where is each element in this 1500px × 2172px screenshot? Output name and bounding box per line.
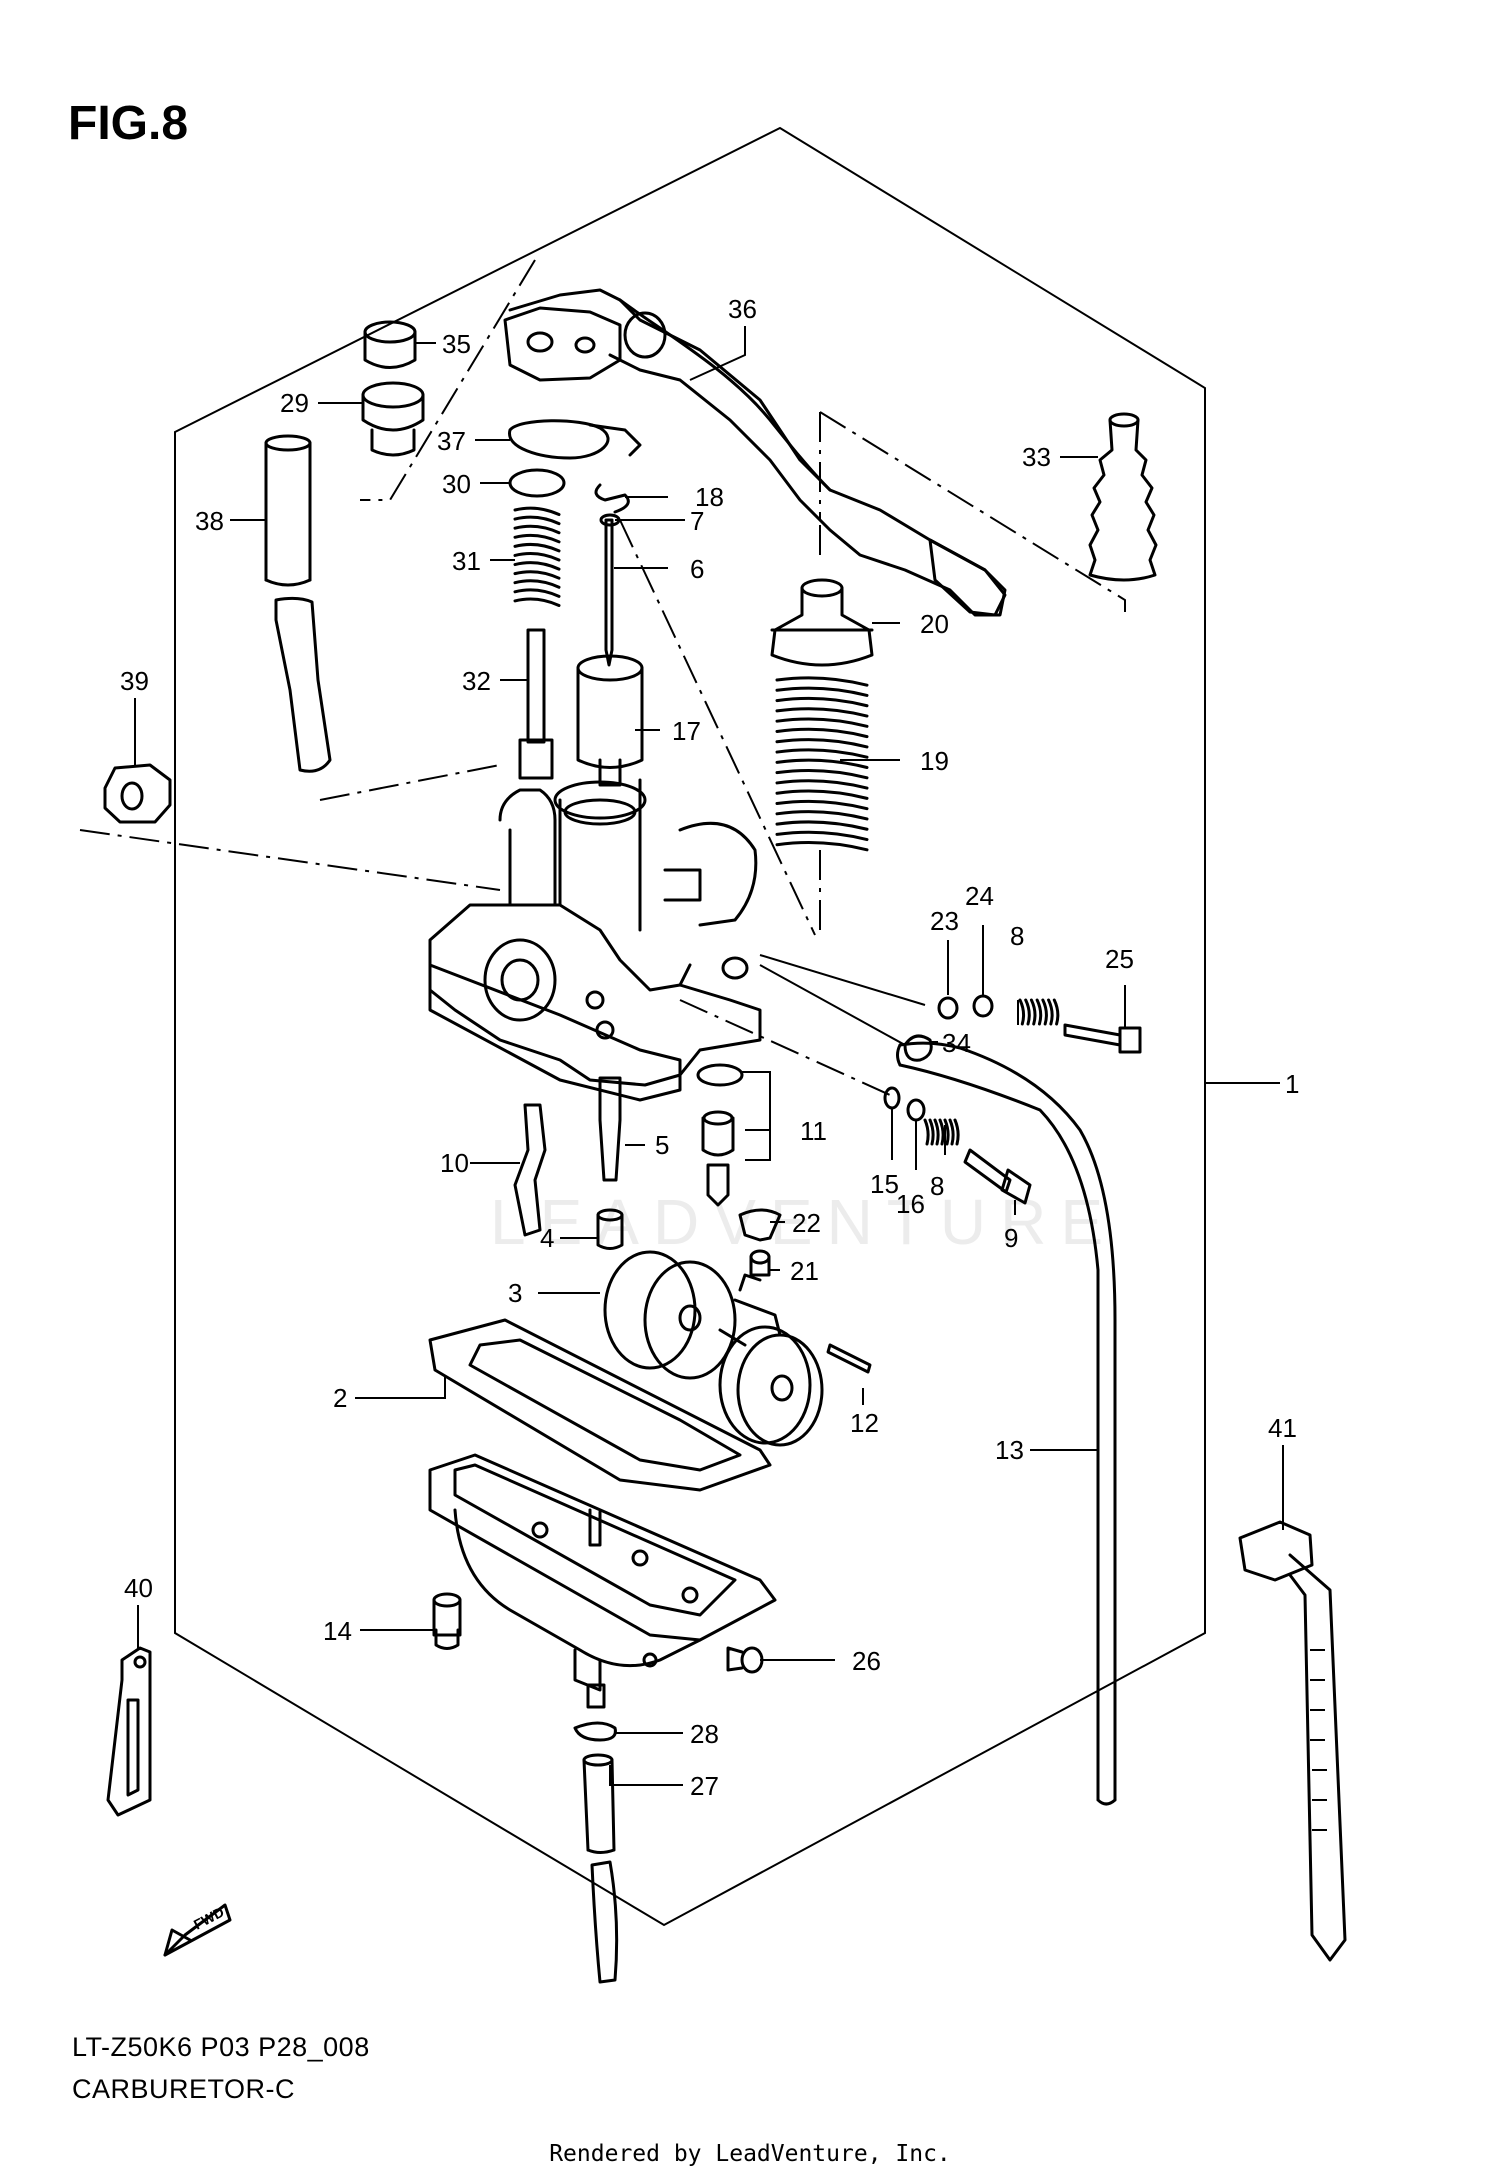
o-ring-part xyxy=(906,1098,926,1122)
spring-part xyxy=(923,1118,960,1146)
callout-19: 19 xyxy=(920,746,949,776)
callout-39: 39 xyxy=(120,666,149,696)
forward-arrow-icon: FWD xyxy=(163,1903,232,1957)
callout-26: 26 xyxy=(852,1646,881,1676)
callout-7: 7 xyxy=(690,506,704,536)
spring-part xyxy=(513,506,561,607)
washer-part xyxy=(937,996,959,1020)
callout-10: 10 xyxy=(440,1148,469,1178)
clip-part xyxy=(594,483,630,514)
leader-lines xyxy=(134,326,1284,1786)
callout-6: 6 xyxy=(690,554,704,584)
callout-27: 27 xyxy=(690,1771,719,1801)
callout-9: 9 xyxy=(1004,1223,1018,1253)
screw-part xyxy=(963,1148,1032,1205)
callout-23: 23 xyxy=(930,906,959,936)
cable-plate-part xyxy=(503,306,622,382)
svg-text:FWD: FWD xyxy=(191,1904,227,1933)
screw-part xyxy=(749,1249,771,1277)
callout-31: 31 xyxy=(452,546,481,576)
callout-labels: 1 2 3 4 5 6 7 8 8 9 10 11 12 13 14 15 16… xyxy=(120,294,1299,1801)
float-chamber-part xyxy=(428,1453,777,1709)
callout-13: 13 xyxy=(995,1435,1024,1465)
callout-8-upper: 8 xyxy=(1010,921,1024,951)
callout-20: 20 xyxy=(920,609,949,639)
o-ring-part xyxy=(508,468,566,498)
screw-part xyxy=(1063,1023,1142,1054)
figure-title: FIG.8 xyxy=(68,97,189,150)
callout-5: 5 xyxy=(655,1130,669,1160)
callout-2: 2 xyxy=(333,1383,347,1413)
needle-part xyxy=(604,518,614,667)
callout-15: 15 xyxy=(870,1169,899,1199)
callout-35: 35 xyxy=(442,329,471,359)
float-part xyxy=(603,1250,824,1447)
drain-screw-part xyxy=(726,1646,764,1674)
callout-36: 36 xyxy=(728,294,757,324)
callout-38: 38 xyxy=(195,506,224,536)
rod-part xyxy=(518,628,554,780)
spring-part xyxy=(775,676,869,852)
callout-33: 33 xyxy=(1022,442,1051,472)
callout-25: 25 xyxy=(1105,944,1134,974)
callout-21: 21 xyxy=(790,1256,819,1286)
callout-3: 3 xyxy=(508,1278,522,1308)
cable-tie-part xyxy=(1238,1520,1347,1962)
callout-24: 24 xyxy=(965,881,994,911)
callout-34: 34 xyxy=(942,1028,971,1058)
main-jet-part xyxy=(596,1208,624,1250)
render-credit: Rendered by LeadVenture, Inc. xyxy=(549,2141,951,2167)
callout-28: 28 xyxy=(690,1719,719,1749)
float-chamber-gasket-part xyxy=(428,1318,772,1492)
callout-11: 11 xyxy=(800,1116,827,1146)
callout-29: 29 xyxy=(280,388,309,418)
plug-part xyxy=(361,381,425,457)
callout-8-lower: 8 xyxy=(930,1171,944,1201)
hose-clip-part xyxy=(573,1721,617,1742)
model-code: LT-Z50K6 P03 P28_008 xyxy=(72,2032,370,2062)
holder-part xyxy=(106,1646,152,1817)
carburetor-body-part xyxy=(428,778,762,1102)
callout-18: 18 xyxy=(695,482,724,512)
throttle-valve-part xyxy=(576,654,644,787)
pilot-jet-part xyxy=(513,1103,547,1237)
section-name: CARBURETOR-C xyxy=(72,2074,296,2104)
callout-40: 40 xyxy=(124,1573,153,1603)
screw-part xyxy=(432,1592,462,1650)
callout-1: 1 xyxy=(1285,1069,1299,1099)
assembly-boundary xyxy=(174,126,1206,1927)
spring-part xyxy=(1018,998,1060,1026)
callout-14: 14 xyxy=(323,1616,352,1646)
callout-16: 16 xyxy=(896,1189,925,1219)
watermark: LEADVENTURE xyxy=(490,1186,1117,1258)
clip-part xyxy=(903,1034,933,1062)
float-pin-plate-part xyxy=(738,1208,782,1242)
overflow-hose-part xyxy=(898,1041,1117,1806)
boot-part xyxy=(1088,412,1158,582)
drain-hose-part xyxy=(582,1753,619,1984)
cap-part xyxy=(363,320,417,369)
callout-17: 17 xyxy=(672,716,701,746)
float-valve-part xyxy=(696,1063,744,1207)
washer-part xyxy=(883,1086,901,1110)
nut-part xyxy=(103,763,172,824)
callout-32: 32 xyxy=(462,666,491,696)
throttle-lever-part xyxy=(508,288,1007,617)
mixing-cap-part xyxy=(770,578,874,667)
callout-37: 37 xyxy=(437,426,466,456)
callout-4: 4 xyxy=(540,1223,554,1253)
callout-41: 41 xyxy=(1268,1413,1297,1443)
vent-hose-part xyxy=(264,434,332,773)
needle-jet-part xyxy=(598,1076,622,1182)
gasket-part xyxy=(508,419,610,460)
o-ring-part xyxy=(972,994,994,1018)
callout-22: 22 xyxy=(792,1208,821,1238)
callout-30: 30 xyxy=(442,469,471,499)
callout-12: 12 xyxy=(850,1408,879,1438)
float-pin-part xyxy=(826,1343,872,1374)
